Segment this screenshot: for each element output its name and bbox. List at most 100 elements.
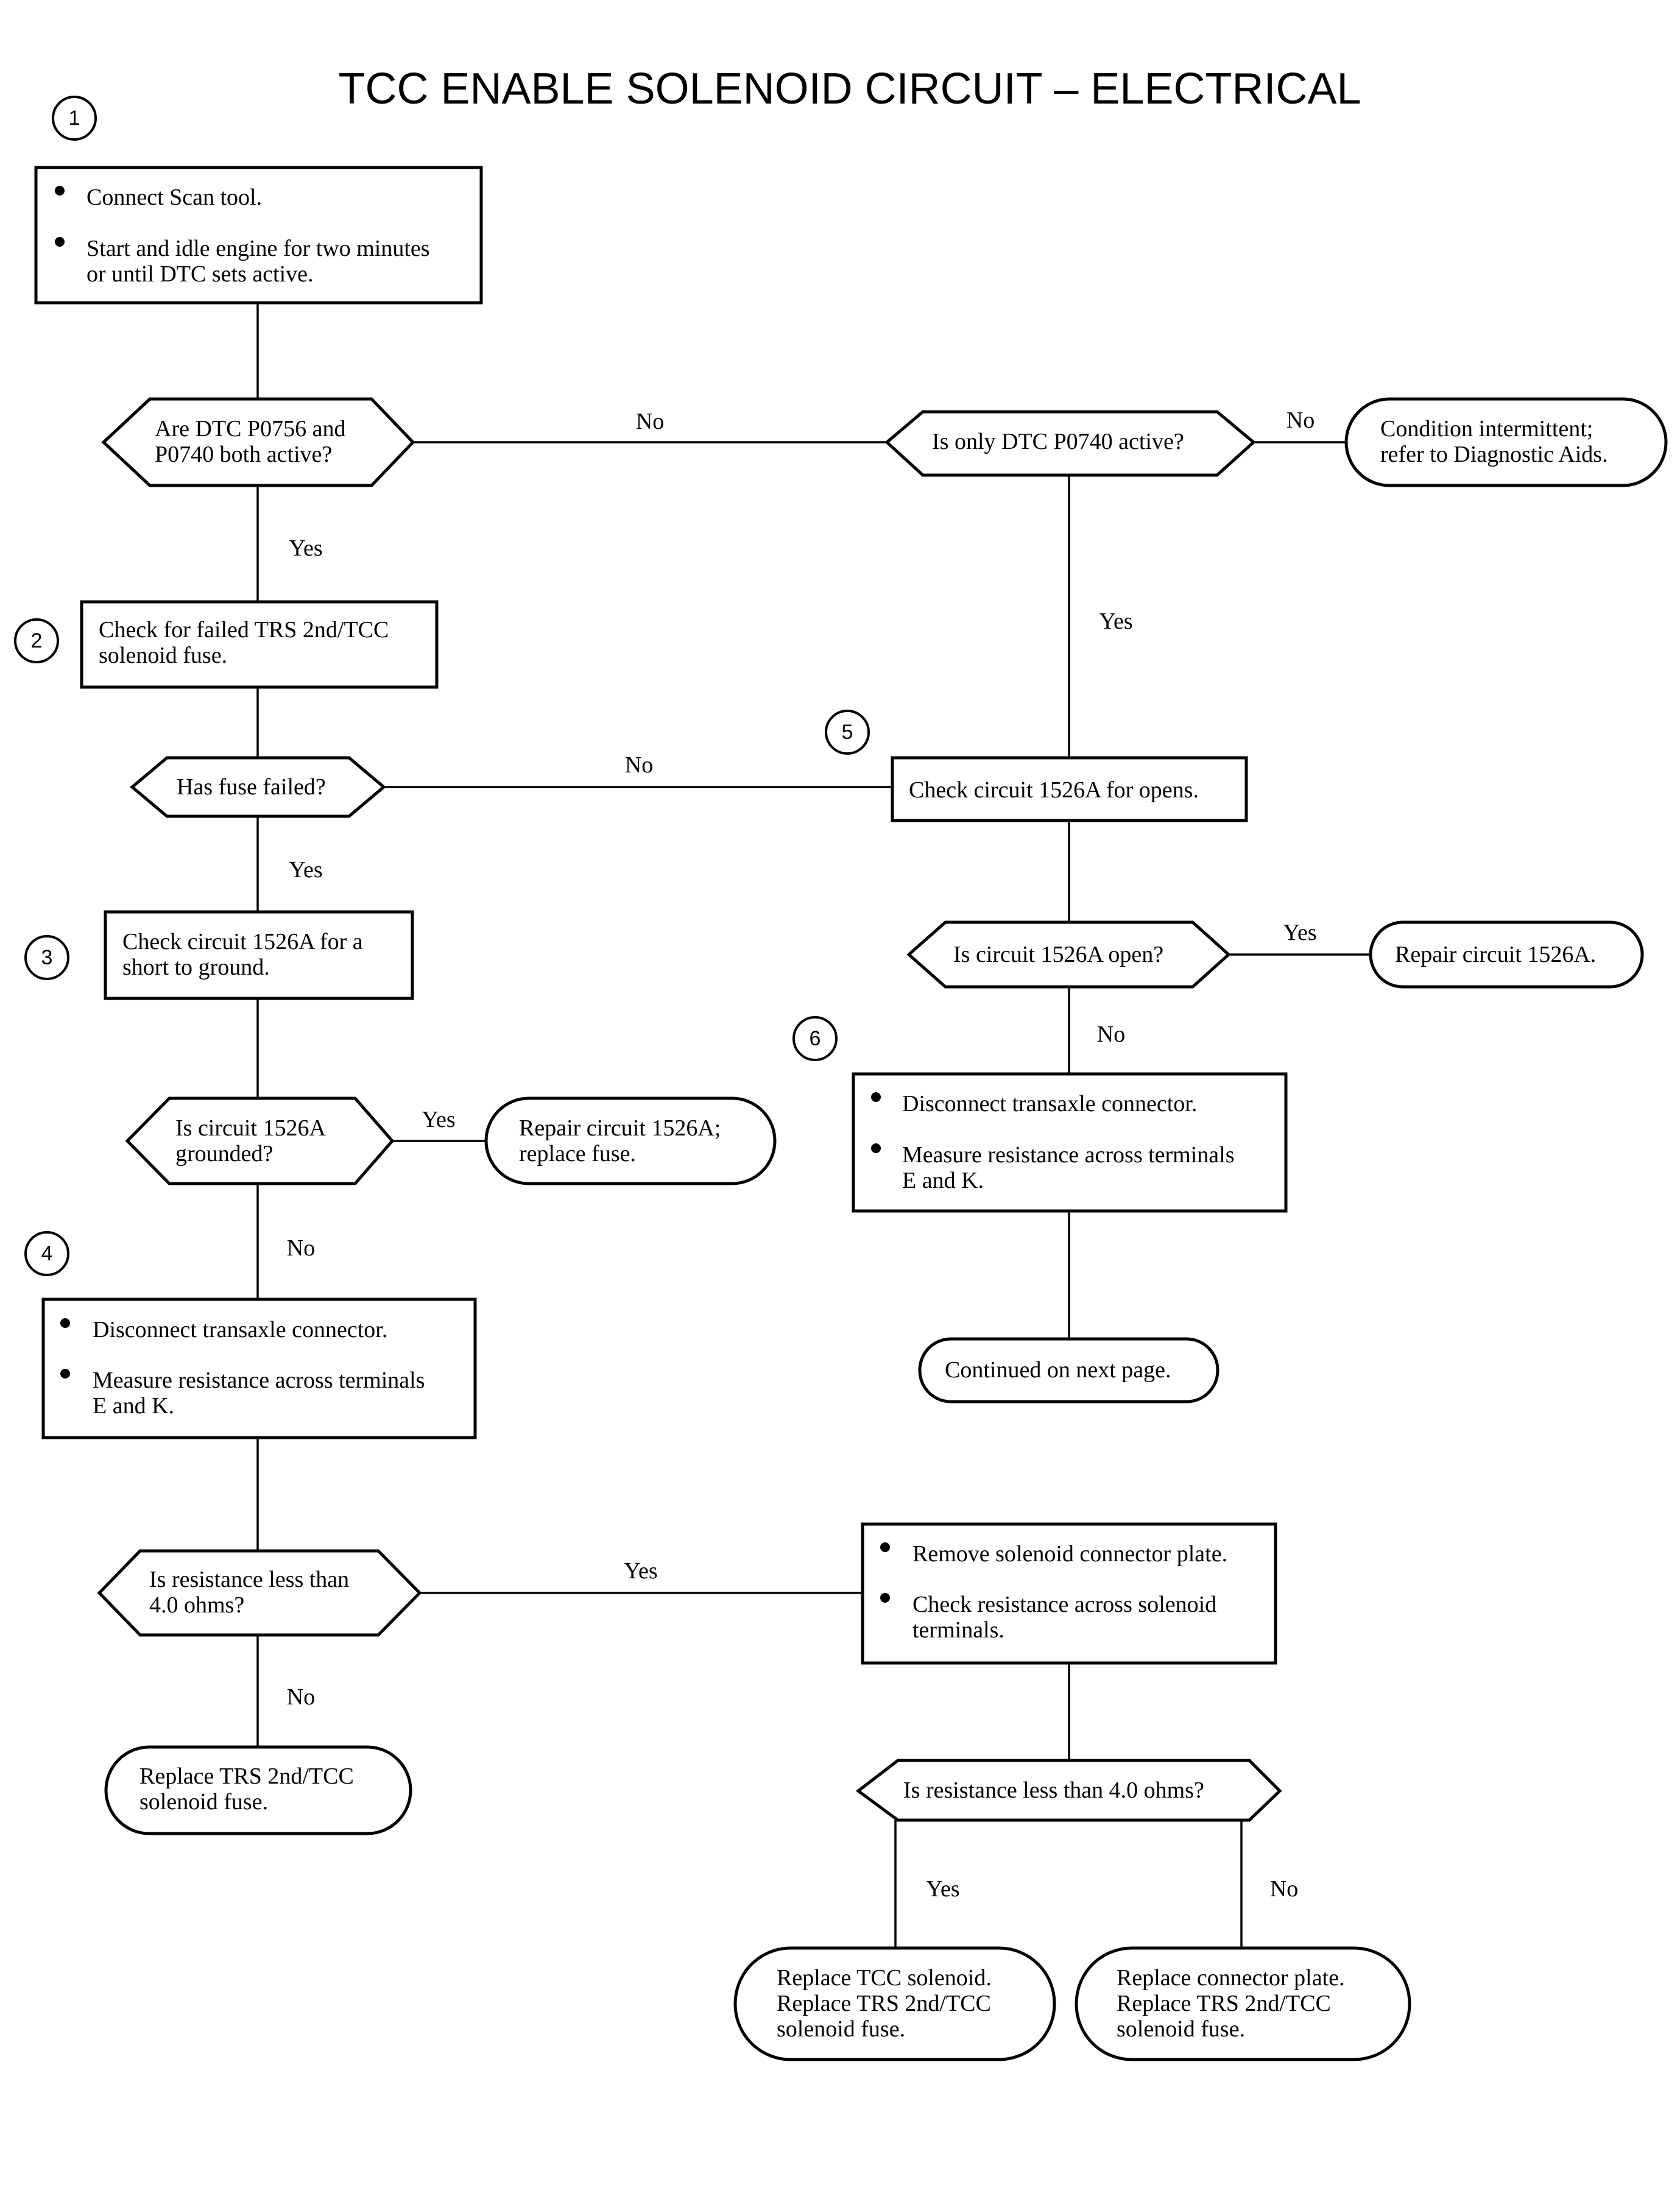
terminal-text: Replace TRS 2nd/TCC (1117, 1991, 1331, 2016)
box-disconnect-transaxle-right (852, 1072, 1288, 1213)
terminal-text: Replace TRS 2nd/TCC (777, 1991, 991, 2016)
box-text: Connect Scan tool. (86, 185, 262, 210)
box-text: Start and idle engine for two minutes (86, 236, 430, 261)
bullets (55, 186, 890, 1603)
box-text: or until DTC sets active. (86, 261, 314, 287)
box-text: E and K. (93, 1393, 174, 1419)
box-text: E and K. (902, 1168, 984, 1193)
decision-text: P0740 both active? (155, 442, 332, 467)
step-circle (52, 96, 97, 141)
box-text: solenoid fuse. (99, 643, 227, 668)
box-disconnect-transaxle-left (41, 1297, 477, 1439)
box-connect-scan-tool (34, 166, 483, 305)
step-circle (14, 618, 59, 663)
terminal-text: Repair circuit 1526A; (519, 1115, 721, 1141)
terminal-text: refer to Diagnostic Aids. (1380, 442, 1608, 467)
edge-label-no: No (1286, 408, 1315, 433)
edge-label-yes: Yes (289, 857, 322, 883)
box-text: Check circuit 1526A for a (122, 929, 363, 955)
box-text: Check circuit 1526A for opens. (909, 777, 1199, 803)
edge-label-yes: Yes (289, 535, 322, 561)
bullet (60, 1318, 70, 1328)
decision-circuit-open (906, 920, 1231, 989)
terminal-condition-intermittent (1344, 397, 1668, 487)
edge-label-yes: Yes (422, 1107, 455, 1132)
box-text: Check for failed TRS 2nd/TCC (99, 617, 389, 643)
decision-fuse-failed (130, 756, 386, 818)
edge-label-yes: Yes (624, 1558, 657, 1584)
step-circle (792, 1016, 838, 1061)
edge-label-no: No (636, 409, 664, 434)
terminal-text: replace fuse. (519, 1141, 636, 1167)
box-text: Measure resistance across terminals (93, 1368, 425, 1393)
bullet (60, 1369, 70, 1379)
edge-label-no: No (287, 1235, 315, 1261)
bullet (880, 1542, 890, 1552)
step-circle (24, 935, 69, 980)
decision-text: 4.0 ohms? (149, 1592, 244, 1618)
edge-label-yes: Yes (1099, 609, 1132, 634)
step-circle (825, 710, 870, 755)
bullet (871, 1092, 881, 1102)
terminal-text: Condition intermittent; (1380, 416, 1593, 442)
terminal-continued-next-page (918, 1337, 1219, 1403)
step-number: 1 (69, 107, 80, 130)
step-number: 2 (31, 629, 43, 652)
shapes (34, 166, 1668, 2061)
box-text: Disconnect transaxle connector. (93, 1317, 387, 1343)
terminal-replace-solenoid (733, 1946, 1056, 2061)
bullet (55, 186, 65, 196)
box-text: Remove solenoid connector plate. (912, 1541, 1227, 1567)
edge-labels: No No Yes Yes No Yes Yes No Yes No Yes N… (287, 408, 1317, 1902)
terminal-text: Replace TCC solenoid. (777, 1965, 992, 1991)
box-check-failed-fuse (80, 600, 439, 689)
terminal-replace-fuse (104, 1745, 412, 1835)
step-circle (24, 1231, 69, 1276)
bullet (880, 1593, 890, 1603)
node-text: Connect Scan tool. Start and idle engine… (86, 185, 1608, 2042)
terminal-text: solenoid fuse. (1117, 2016, 1245, 2042)
decision-text: Is resistance less than (149, 1567, 349, 1592)
decision-circuit-grounded (125, 1096, 395, 1185)
edge-label-yes: Yes (1283, 920, 1316, 945)
decision-resistance-right (855, 1759, 1282, 1822)
bullet (55, 237, 65, 247)
edge-label-no: No (1097, 1022, 1125, 1047)
decision-text: Are DTC P0756 and (155, 416, 345, 442)
terminal-text: solenoid fuse. (777, 2016, 905, 2042)
decision-text: Is circuit 1526A (175, 1115, 326, 1141)
decision-only-p0740 (884, 410, 1256, 477)
terminal-text: solenoid fuse. (139, 1789, 268, 1815)
box-remove-connector-plate (861, 1522, 1277, 1665)
box-check-short-ground (104, 910, 414, 1000)
box-text: Disconnect transaxle connector. (902, 1091, 1197, 1117)
edge-label-no: No (1270, 1876, 1298, 1902)
box-text: terminals. (912, 1617, 1004, 1643)
terminal-text: Repair circuit 1526A. (1395, 942, 1596, 967)
terminal-replace-plate (1075, 1946, 1411, 2061)
step-number: 6 (810, 1027, 821, 1050)
edge-label-no: No (287, 1684, 315, 1710)
page-title: TCC ENABLE SOLENOID CIRCUIT – ELECTRICAL (338, 65, 1361, 113)
step-number: 3 (41, 946, 53, 969)
decision-text: Has fuse failed? (177, 774, 326, 800)
terminal-text: Replace TRS 2nd/TCC (139, 1763, 354, 1789)
decision-text: grounded? (175, 1141, 273, 1167)
box-text: Measure resistance across terminals (902, 1142, 1235, 1168)
terminal-text: Continued on next page. (945, 1357, 1171, 1383)
terminal-text: Replace connector plate. (1117, 1965, 1345, 1991)
connectors (256, 303, 1371, 1948)
terminal-repair-replace-fuse (484, 1096, 777, 1185)
box-check-circuit-opens (891, 756, 1248, 822)
decision-text: Is resistance less than 4.0 ohms? (903, 1778, 1204, 1803)
bullet (871, 1143, 881, 1153)
box-text: Check resistance across solenoid (912, 1592, 1216, 1617)
edge-label-yes: Yes (926, 1876, 959, 1902)
decision-text: Is only DTC P0740 active? (932, 429, 1184, 454)
step-number: 5 (842, 721, 853, 744)
box-text: short to ground. (122, 955, 270, 980)
decision-resistance-left (97, 1549, 422, 1637)
edge-label-no: No (625, 752, 653, 778)
decision-text: Is circuit 1526A open? (953, 942, 1163, 967)
